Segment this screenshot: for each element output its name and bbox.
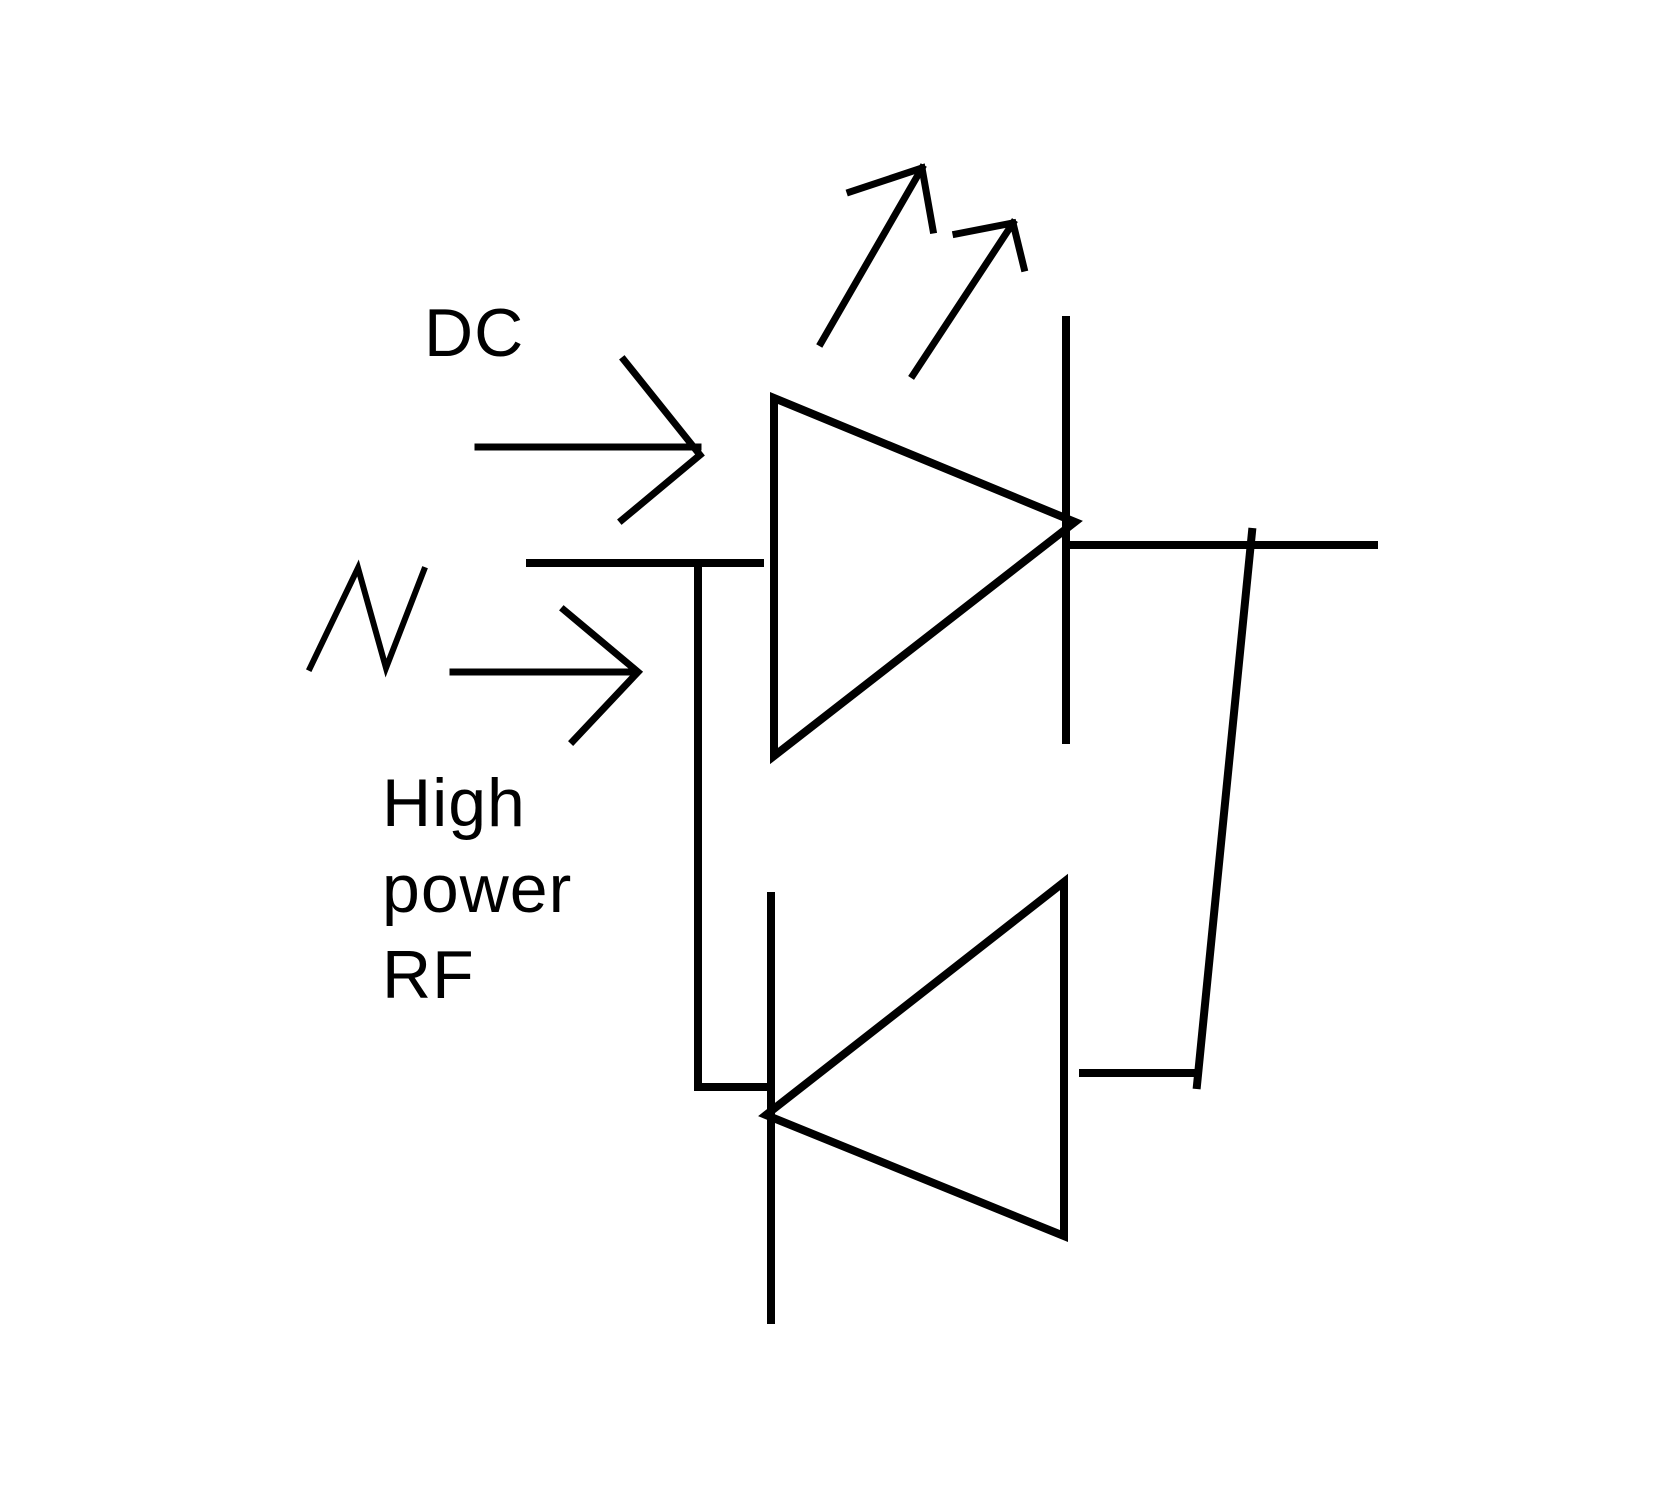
- dc-label: DC: [424, 290, 524, 376]
- sine-wave-icon: [310, 568, 424, 668]
- rf-input-arrow: [453, 610, 638, 741]
- lower-diode: [766, 882, 1064, 1320]
- emission-arrow-1: [821, 168, 933, 343]
- dc-input-arrow: [478, 360, 700, 520]
- rf-label-line-3: RF: [382, 932, 572, 1018]
- rf-label: High power RF: [382, 760, 572, 1018]
- rf-label-line-1: High: [382, 760, 572, 846]
- output-wire: [1066, 532, 1374, 1085]
- rf-label-line-2: power: [382, 846, 572, 932]
- upper-diode: [774, 320, 1075, 756]
- emission-arrow-2: [913, 223, 1024, 375]
- upper-diode-triangle: [774, 398, 1075, 756]
- lower-diode-triangle: [766, 882, 1064, 1236]
